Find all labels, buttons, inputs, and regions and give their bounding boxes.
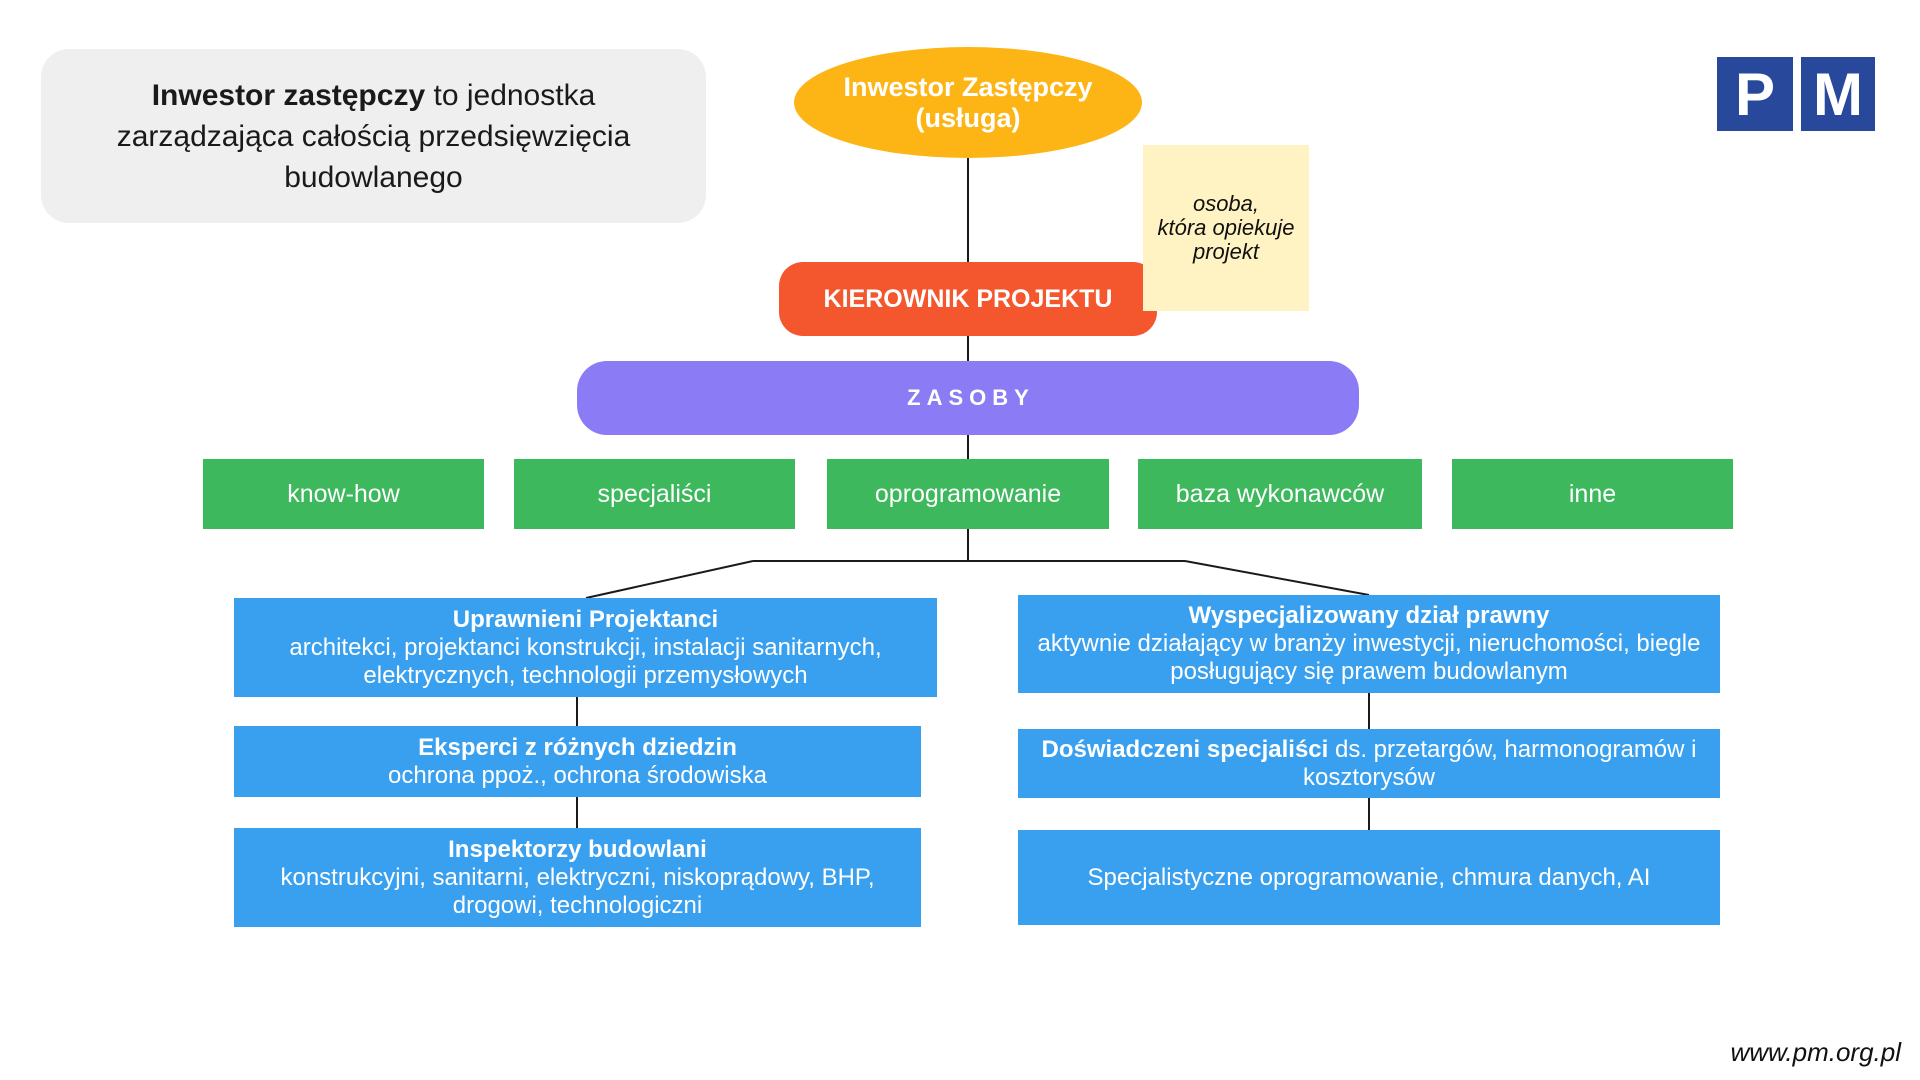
logo-letter-m: M (1801, 57, 1875, 131)
detail-description: ochrona ppoż., ochrona środowiska (388, 761, 767, 789)
category-label: specjaliści (597, 479, 712, 508)
detail-title: Eksperci z różnych dziedzin (418, 733, 737, 761)
sticky-note: osoba, która opiekuje projekt (1143, 145, 1309, 311)
detail-description: Specjalistyczne oprogramowanie, chmura d… (1087, 863, 1651, 891)
detail-title: Doświadczeni specjaliści (1041, 735, 1329, 763)
website-url: www.pm.org.pl (1730, 1037, 1902, 1067)
detail-software-cloud-ai: Specjalistyczne oprogramowanie, chmura d… (1018, 830, 1720, 925)
project-manager-label: KIEROWNIK PROJEKTU (823, 284, 1113, 313)
detail-legal-department: Wyspecjalizowany dział prawny aktywnie d… (1018, 595, 1720, 693)
connector-branch-left (585, 560, 754, 599)
root-node-investor: Inwestor Zastępczy (usługa) (794, 47, 1142, 158)
project-manager-node: KIEROWNIK PROJEKTU (779, 262, 1157, 336)
sticky-note-text: osoba, która opiekuje projekt (1157, 191, 1295, 264)
category-label: know-how (287, 479, 400, 508)
detail-description: ds. przetargów, harmonogramów i kosztory… (1302, 735, 1697, 791)
detail-title: Wyspecjalizowany dział prawny (1188, 602, 1550, 629)
definition-text: Inwestor zastępczy to jednostka zarządza… (117, 75, 631, 198)
category-software: oprogramowanie (827, 459, 1109, 529)
detail-experienced-specialists: Doświadczeni specjaliści ds. przetargów,… (1018, 729, 1720, 798)
category-label: inne (1568, 479, 1617, 508)
detail-experts: Eksperci z różnych dziedzin ochrona ppoż… (234, 726, 921, 797)
detail-title: Inspektorzy budowlani (448, 835, 707, 863)
category-know-how: know-how (203, 459, 484, 529)
root-node-title: Inwestor Zastępczy (843, 71, 1093, 102)
root-node-subtitle: (usługa) (915, 102, 1021, 133)
definition-term: Inwestor zastępczy (151, 78, 426, 112)
category-specialists: specjaliści (514, 459, 795, 529)
logo-letter-p: P (1717, 57, 1793, 131)
definition-body: to jednostka zarządzająca całością przed… (116, 78, 631, 194)
detail-text: Doświadczeni specjaliści ds. przetargów,… (1042, 736, 1697, 792)
detail-description: aktywnie działający w branży inwestycji,… (1037, 630, 1701, 685)
detail-description: architekci, projektanci konstrukcji, ins… (289, 633, 882, 689)
resources-label: ZASOBY (907, 385, 1035, 410)
detail-title: Uprawnieni Projektanci (452, 605, 719, 633)
category-label: baza wykonawców (1175, 479, 1385, 508)
category-label: oprogramowanie (874, 479, 1062, 508)
resources-node: ZASOBY (577, 361, 1359, 435)
detail-description: konstrukcyjni, sanitarni, elektryczni, n… (280, 863, 875, 919)
connector-branch-right (1184, 560, 1370, 596)
category-contractors: baza wykonawców (1138, 459, 1422, 529)
detail-licensed-designers: Uprawnieni Projektanci architekci, proje… (234, 598, 937, 697)
detail-building-inspectors: Inspektorzy budowlani konstrukcyjni, san… (234, 828, 921, 927)
category-other: inne (1452, 459, 1733, 529)
definition-box: Inwestor zastępczy to jednostka zarządza… (41, 49, 706, 223)
